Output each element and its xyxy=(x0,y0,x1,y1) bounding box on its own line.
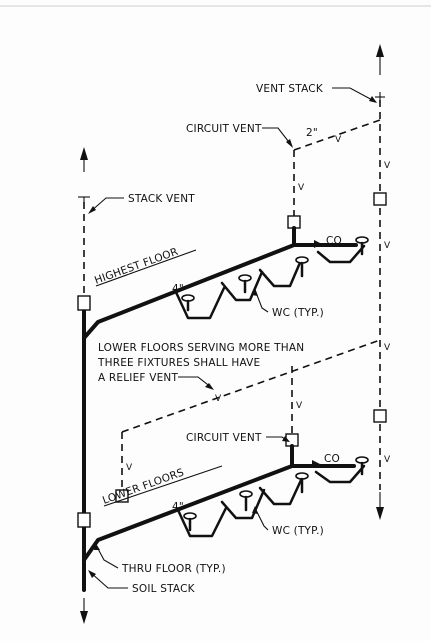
vent-marker: V xyxy=(384,241,391,251)
upper-circuit-vent: V V xyxy=(287,119,381,229)
label-circuit-vent-upper: CIRCUIT VENT xyxy=(186,123,262,135)
label-2in: 2" xyxy=(306,127,318,139)
leader-lines xyxy=(88,87,377,589)
label-soil-stack: SOIL STACK xyxy=(132,583,196,595)
stack-fitting-lower xyxy=(77,512,91,528)
vent-marker: V xyxy=(215,394,222,404)
label-4in-lower: 4" xyxy=(172,501,184,513)
label-highest-floor: HIGHEST FLOOR xyxy=(93,246,180,287)
vent-marker: V xyxy=(335,135,342,145)
soil-stack xyxy=(77,147,91,624)
label-vent-stack: VENT STACK xyxy=(256,83,324,95)
note-line-1: LOWER FLOORS SERVING MORE THAN xyxy=(98,342,304,354)
label-thru-floor: THRU FLOOR (TYP.) xyxy=(121,563,226,575)
label-circuit-vent-lower: CIRCUIT VENT xyxy=(186,432,262,444)
label-stack-vent: STACK VENT xyxy=(128,193,195,205)
label-wc-upper: WC (TYP.) xyxy=(272,307,324,319)
vent-stack: V V V V xyxy=(373,44,391,520)
vent-marker: V xyxy=(384,455,391,465)
label-wc-lower: WC (TYP.) xyxy=(272,525,324,537)
vent-marker: V xyxy=(384,343,391,353)
note-line-3: A RELIEF VENT xyxy=(98,372,178,384)
note-line-2: THREE FIXTURES SHALL HAVE xyxy=(97,357,260,369)
lower-circuit-vent: V xyxy=(285,366,303,447)
label-co-upper: CO xyxy=(326,235,342,247)
upper-branch xyxy=(82,226,369,340)
vent-marker: V xyxy=(126,463,133,473)
vent-marker: V xyxy=(384,161,391,171)
vent-marker: V xyxy=(298,183,305,193)
stack-fitting-upper xyxy=(77,295,91,311)
vent-marker: V xyxy=(296,401,303,411)
label-co-lower: CO xyxy=(324,453,340,465)
label-4in-upper: 4" xyxy=(172,283,184,295)
lower-branch xyxy=(82,444,369,562)
